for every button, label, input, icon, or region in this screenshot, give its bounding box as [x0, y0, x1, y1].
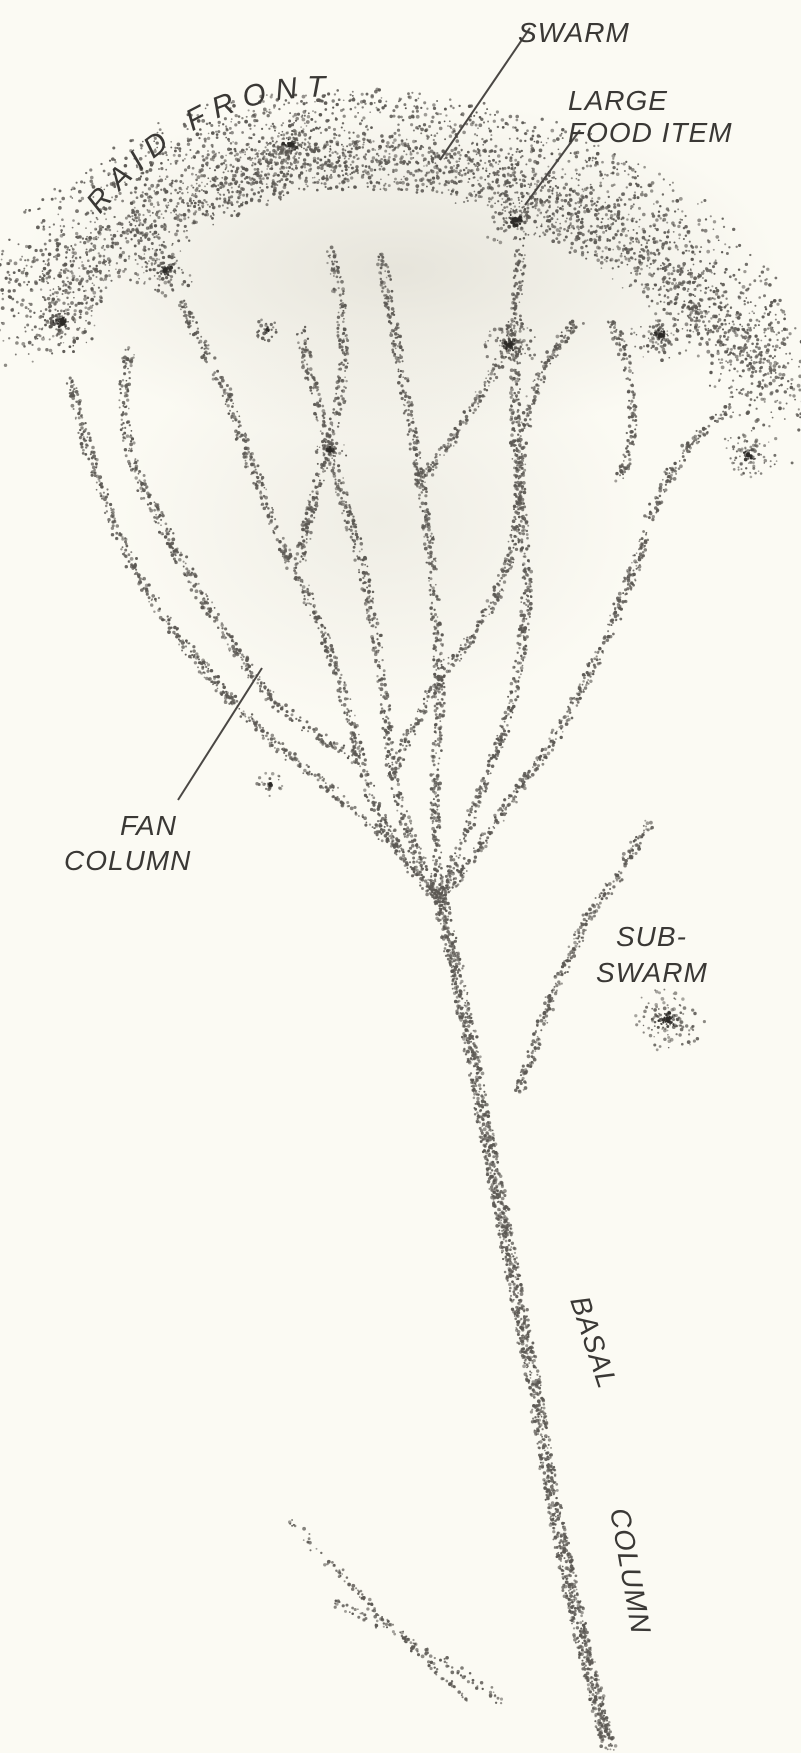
cluster-far-right — [724, 430, 778, 478]
raid-haze — [20, 100, 780, 720]
basal-label: BASAL — [564, 1292, 623, 1392]
cluster-fan-bud — [255, 772, 283, 797]
subswarm-label-line1: SUB- — [616, 921, 687, 952]
fan-column-leader — [178, 668, 262, 800]
fan-column-label-line2: COLUMN — [64, 845, 191, 876]
subswarm-cluster — [634, 989, 706, 1052]
swarm-label: SWARM — [518, 17, 630, 48]
subswarm-label-line2: SWARM — [596, 957, 708, 988]
large-food-item-label-line1: LARGE — [568, 85, 668, 116]
column-label: COLUMN — [604, 1506, 657, 1637]
lower-trail-1 — [288, 1519, 470, 1702]
large-food-item-label-line2: FOOD ITEM — [568, 117, 733, 148]
fan-column-label-line1: FAN — [120, 810, 177, 841]
